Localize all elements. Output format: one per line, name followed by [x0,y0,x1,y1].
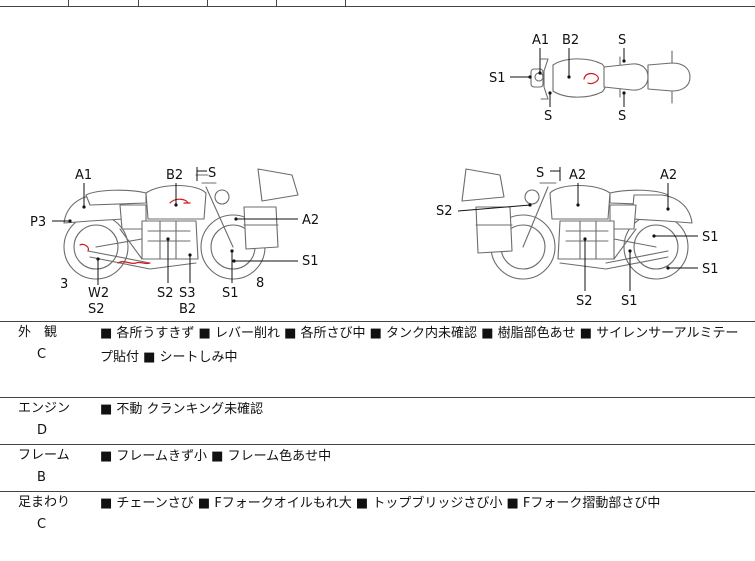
headlight [524,189,540,205]
condition-row-exterior: 外 観 C ■ 各所うすきず ■ レバー削れ ■ 各所さび中 ■ タンク内未確認… [0,322,755,398]
damage-diagram: A1 B2 S S1 S S [0,7,755,322]
front-fork [205,186,234,248]
exhaust [559,256,669,270]
label-S2: S2 [576,294,593,309]
label-P3: P3 [30,215,46,230]
condition-notes: ■ 各所うすきず ■ レバー削れ ■ 各所さび中 ■ タンク内未確認 ■ 樹脂部… [100,326,739,365]
category-cell: フレーム B [0,445,86,489]
category-cell: 足まわり C [0,492,86,536]
handlebar-side [195,174,217,184]
top-case [257,168,299,202]
label-A2: A2 [302,213,319,228]
swingarm [613,228,657,260]
rear-wheel-rim [73,224,119,270]
label-S: S [618,33,626,48]
leader [196,167,207,181]
label-S: S [618,109,626,124]
exhaust-upper [605,250,669,264]
table-divider [276,0,277,7]
label-S2: S2 [88,302,105,317]
category-grade: C [37,517,47,532]
side-case [475,206,513,254]
category-name: 足まわり [18,495,71,510]
category-grade: C [37,347,47,362]
table-divider [207,0,208,7]
damage-mark [169,198,191,204]
condition-notes: ■ 不動 クランキング未確認 [100,402,264,417]
damage-mark [117,260,151,265]
label-B2: B2 [179,302,196,317]
category-cell: エンジン D [0,398,86,442]
table-divider [68,0,69,7]
condition-notes: ■ チェーンさび ■ Fフォークオイルもれ大 ■ トップブリッジさび小 ■ Fフ… [100,496,661,511]
handlebar-grips [540,58,549,100]
swingarm [95,228,143,260]
label-S1: S1 [222,286,239,301]
label-3: 3 [60,277,68,292]
top-view-motorcycle: A1 B2 S S1 S S [489,33,691,124]
engine-fins [147,220,191,260]
table-divider [345,0,346,7]
condition-row-engine: エンジン D ■ 不動 クランキング未確認 [0,398,755,445]
condition-table: 外 観 C ■ 各所うすきず ■ レバー削れ ■ 各所さび中 ■ タンク内未確認… [0,322,755,561]
label-A1: A1 [532,33,549,48]
leader [457,204,531,212]
label-S: S [208,166,216,181]
label-S2: S2 [157,286,174,301]
category-grade: D [37,423,48,438]
condition-row-chassis: 足まわり C ■ チェーンさび ■ Fフォークオイルもれ大 ■ トップブリッジさ… [0,492,755,561]
label-A2: A2 [660,168,677,183]
label-S1: S1 [489,71,506,86]
engine-fins [565,220,609,260]
label-S1: S1 [621,294,638,309]
tail-top [647,62,691,92]
category-name: フレーム [18,448,70,463]
category-name: 外 観 [18,325,58,340]
motorcycle-diagram-svg: A1 B2 S S1 S S [30,33,719,317]
table-divider [138,0,139,7]
exhaust [89,256,197,270]
label-S1: S1 [302,254,319,269]
category-cell: 外 観 C [0,322,86,366]
label-S3: S3 [179,286,196,301]
left-side-motorcycle: A1 B2 S P3 A2 S1 3 W2 S2 S2 S3 B2 S1 8 [30,166,319,317]
condition-notes: ■ フレームきず小 ■ フレーム色あせ中 [100,449,332,464]
seat-top [603,63,649,91]
damage-mark [583,72,599,85]
headlight [214,189,230,205]
right-side-motorcycle: S A2 A2 S2 S1 S1 S2 S1 [436,166,719,309]
top-case [461,168,505,202]
label-8: 8 [256,276,264,291]
category-grade: B [37,470,46,485]
label-A2: A2 [569,168,586,183]
label-B2: B2 [562,33,579,48]
exhaust-upper [87,250,151,264]
side-case [243,206,279,250]
damage-mark [79,243,89,252]
label-S1: S1 [702,230,719,245]
rear-wheel-rim [633,224,679,270]
leader [550,167,561,181]
top-table-remnant [0,0,755,7]
category-name: エンジン [18,401,71,416]
label-S1: S1 [702,262,719,277]
label-A1: A1 [75,168,92,183]
label-W2: W2 [88,286,109,301]
label-B2: B2 [166,168,183,183]
front-wheel-top [530,68,544,88]
label-S2: S2 [436,204,453,219]
engine [141,220,199,260]
condition-row-frame: フレーム B ■ フレームきず小 ■ フレーム色あせ中 [0,445,755,492]
seat [85,189,147,206]
handlebar [543,58,549,100]
fuel-tank [549,185,611,220]
label-S: S [536,166,544,181]
rear-fender [631,194,693,224]
front-fork [522,186,549,248]
label-S: S [544,109,552,124]
